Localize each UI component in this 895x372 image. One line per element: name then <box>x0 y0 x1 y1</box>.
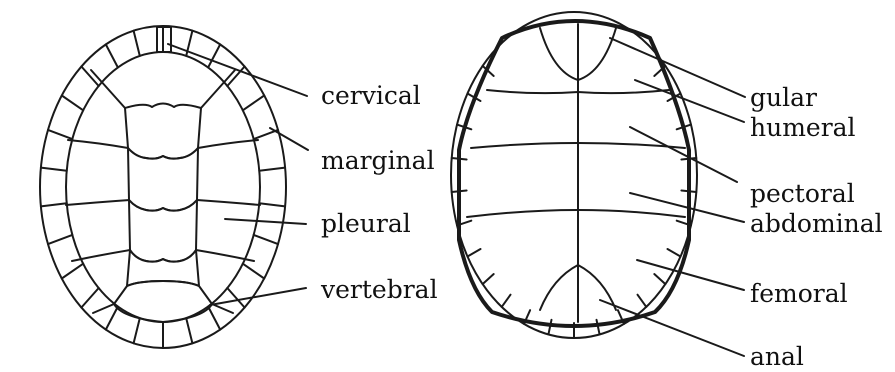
scute-divider <box>106 44 118 67</box>
anal-leader <box>600 300 744 356</box>
bridge-marginal-scutes <box>452 66 697 338</box>
pleural-seam <box>72 250 130 261</box>
scute-divider <box>208 44 220 67</box>
label-anal: anal <box>750 342 804 371</box>
label-pleural: pleural <box>321 209 411 238</box>
scute-divider <box>81 288 98 308</box>
plastron-inner-outline <box>459 21 689 326</box>
label-vertebral: vertebral <box>320 275 438 304</box>
vertebral-scute-1 <box>125 104 201 159</box>
scute-divider <box>259 168 285 171</box>
marginal-leader <box>270 128 308 150</box>
scute-divider <box>548 320 551 335</box>
scute-divider <box>597 320 600 335</box>
scute-divider <box>62 264 83 279</box>
pleural-seam <box>197 200 260 205</box>
vertebral-scutes <box>114 104 212 323</box>
femoral-leader <box>637 260 744 290</box>
label-cervical: cervical <box>321 81 421 110</box>
cervical-leader <box>168 44 307 96</box>
pleural-seam <box>66 200 129 205</box>
pleural-seam <box>198 140 258 148</box>
label-femoral: femoral <box>750 279 848 308</box>
scute-divider <box>106 307 118 330</box>
vertebral-scute-5 <box>114 281 212 322</box>
scute-divider <box>227 288 244 308</box>
scute-divider <box>62 96 83 111</box>
scute-divider <box>134 318 140 343</box>
scute-divider <box>654 274 665 284</box>
scute-divider <box>48 235 72 244</box>
scute-divider <box>208 307 220 330</box>
pleural-seams <box>66 70 260 313</box>
pectoral-leader <box>630 127 737 182</box>
pleural-seam <box>212 304 233 313</box>
scute-divider <box>254 235 278 244</box>
scute-divider <box>48 130 72 139</box>
vertebral-scute-3 <box>129 200 197 262</box>
scute-divider <box>41 168 67 171</box>
pleural-seam <box>93 304 114 313</box>
scute-divider <box>243 264 264 279</box>
label-gular: gular <box>750 83 817 112</box>
scute-divider <box>259 203 285 206</box>
pleural-leader <box>225 219 306 224</box>
label-marginal: marginal <box>321 146 435 175</box>
scute-divider <box>502 295 511 307</box>
label-humeral: humeral <box>750 113 856 142</box>
scute-divider <box>638 295 647 307</box>
vertebral-scute-2 <box>128 148 198 211</box>
scute-divider <box>41 203 67 206</box>
pleural-seam <box>68 140 128 148</box>
labels: cervical marginal pleural vertebral gula… <box>320 81 883 371</box>
label-pectoral: pectoral <box>750 179 855 208</box>
pleural-seam <box>196 250 254 261</box>
scute-divider <box>186 318 192 343</box>
plastral-seams <box>467 24 685 322</box>
scute-divider <box>483 274 494 284</box>
label-abdominal: abdominal <box>750 209 883 238</box>
abdominal-femoral-seam <box>467 210 685 217</box>
scute-divider <box>134 31 140 56</box>
scute-divider <box>668 249 681 257</box>
scute-divider <box>468 249 481 257</box>
scute-divider <box>243 96 264 111</box>
